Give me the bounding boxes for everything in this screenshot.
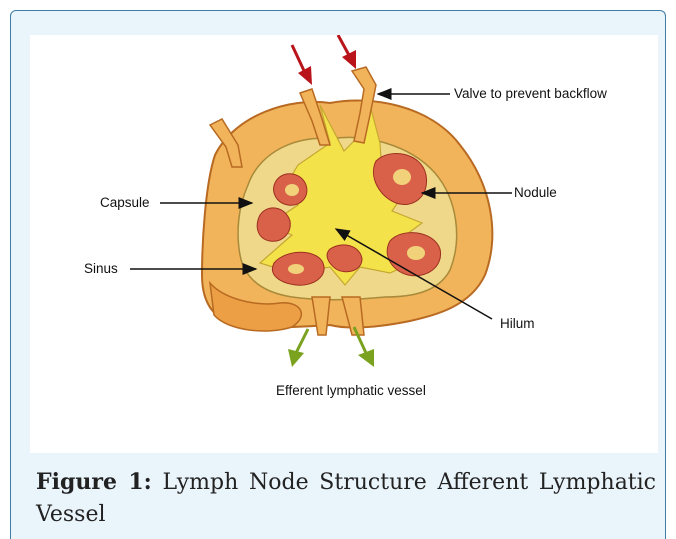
nodule-left [257,208,290,241]
afferent-arrow-right [338,35,356,69]
figure-image-panel: Valve to prevent backflow Capsule Nodule… [30,35,658,453]
figure-caption: Figure 1: Lymph Node Structure Afferent … [36,466,656,531]
germinal-center [407,246,425,260]
germinal-center [285,184,299,196]
label-valve: Valve to prevent backflow [454,86,607,101]
efferent-vessel-left [312,297,330,335]
germinal-center [393,169,411,185]
efferent-arrow-left [288,329,308,367]
label-nodule: Nodule [514,185,557,200]
germinal-center [288,264,304,274]
label-hilum: Hilum [500,316,535,331]
caption-label: Figure 1: [36,469,152,495]
lymph-node-diagram: Valve to prevent backflow Capsule Nodule… [30,35,658,453]
afferent-arrow-left [292,45,312,85]
label-efferent: Efferent lymphatic vessel [276,383,426,398]
label-capsule: Capsule [100,195,150,210]
label-sinus: Sinus [84,261,118,276]
